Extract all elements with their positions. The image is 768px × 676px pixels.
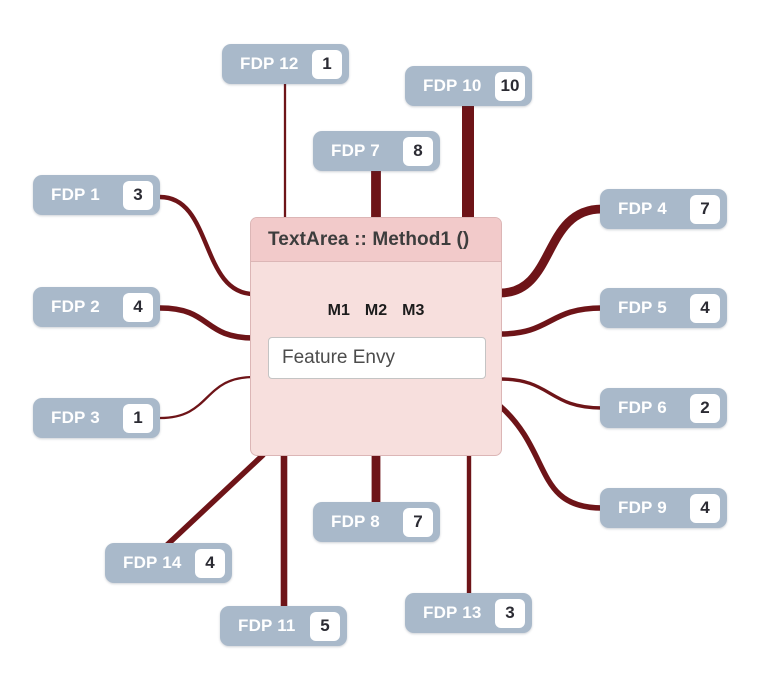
node-label: FDP 2 <box>51 297 100 316</box>
node-value-badge: 2 <box>690 393 720 423</box>
node-value-badge: 4 <box>690 493 720 523</box>
node-fdp13[interactable]: FDP 13 3 <box>405 593 532 633</box>
node-label: FDP 9 <box>618 498 667 517</box>
node-value-badge: 10 <box>495 71 525 101</box>
edge-fdp5 <box>497 305 605 337</box>
node-fdp2[interactable]: FDP 2 4 <box>33 287 160 327</box>
node-fdp5[interactable]: FDP 5 4 <box>600 288 727 328</box>
node-fdp3[interactable]: FDP 3 1 <box>33 398 160 438</box>
method-marker: M2 <box>364 302 388 319</box>
node-label: FDP 5 <box>618 298 667 317</box>
edge-fdp3 <box>158 375 256 420</box>
node-label: FDP 14 <box>123 553 182 572</box>
node-label: FDP 6 <box>618 398 667 417</box>
smell-label-text: Feature Envy <box>282 347 395 368</box>
edge-fdp6 <box>498 377 604 410</box>
node-value-badge: 3 <box>495 598 525 628</box>
node-value-badge: 8 <box>403 136 433 166</box>
edge-fdp9 <box>497 403 605 511</box>
node-value-badge: 1 <box>312 49 342 79</box>
edge-fdp14 <box>164 452 266 548</box>
node-fdp14[interactable]: FDP 14 4 <box>105 543 232 583</box>
node-fdp9[interactable]: FDP 9 4 <box>600 488 727 528</box>
node-value-badge: 4 <box>195 548 225 578</box>
node-label: FDP 7 <box>331 141 380 160</box>
node-label: FDP 4 <box>618 199 667 218</box>
node-value-badge: 7 <box>690 194 720 224</box>
node-label: FDP 8 <box>331 512 380 531</box>
node-label: FDP 11 <box>238 616 296 635</box>
smell-label-field[interactable]: Feature Envy <box>268 337 486 379</box>
node-fdp8[interactable]: FDP 8 7 <box>313 502 440 542</box>
node-value-badge: 7 <box>403 507 433 537</box>
node-value-badge: 4 <box>123 292 153 322</box>
node-fdp10[interactable]: FDP 10 10 <box>405 66 532 106</box>
node-fdp11[interactable]: FDP 11 5 <box>220 606 347 646</box>
node-label: FDP 12 <box>240 54 299 73</box>
node-value-badge: 1 <box>123 403 153 433</box>
method-markers: M1 M2 M3 <box>251 302 501 320</box>
node-fdp6[interactable]: FDP 6 2 <box>600 388 727 428</box>
node-fdp12[interactable]: FDP 12 1 <box>222 44 349 84</box>
method-marker: M3 <box>402 302 425 319</box>
method-marker: M1 <box>327 302 350 319</box>
node-fdp7[interactable]: FDP 7 8 <box>313 131 440 171</box>
node-label: FDP 1 <box>51 185 100 204</box>
node-value-badge: 3 <box>123 180 153 210</box>
node-label: FDP 10 <box>423 76 482 95</box>
node-label: FDP 13 <box>423 603 482 622</box>
node-fdp4[interactable]: FDP 4 7 <box>600 189 727 229</box>
node-value-badge: 4 <box>690 293 720 323</box>
central-method-title: TextArea :: Method1 () <box>251 218 501 262</box>
node-label: FDP 3 <box>51 408 100 427</box>
edge-fdp1 <box>157 194 257 297</box>
central-method-node[interactable]: TextArea :: Method1 () M1 M2 M3 Feature En… <box>250 217 502 456</box>
edge-fdp2 <box>157 305 257 341</box>
edge-fdp4 <box>495 204 607 298</box>
node-fdp1[interactable]: FDP 1 3 <box>33 175 160 215</box>
node-value-badge: 5 <box>310 611 340 641</box>
